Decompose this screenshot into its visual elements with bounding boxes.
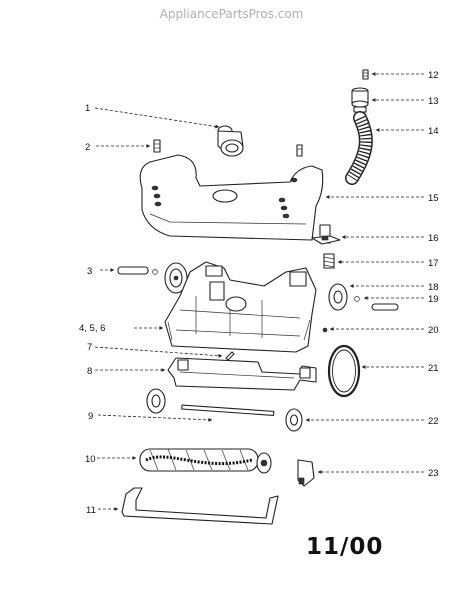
callout-19: 19 [428, 294, 439, 305]
callout-22: 22 [428, 416, 439, 427]
part-23-clip [297, 459, 315, 487]
callout-15: 15 [428, 193, 439, 204]
part-20-pin [322, 327, 328, 333]
callout-17: 17 [428, 258, 439, 269]
callout-11: 11 [86, 505, 96, 516]
callout-4-5-6: 4, 5, 6 [79, 323, 105, 334]
part-18-wheel [328, 283, 348, 311]
callout-14: 14 [428, 126, 439, 137]
callout-10: 10 [85, 454, 96, 465]
callout-12: 12 [428, 70, 439, 81]
part-7-screw [225, 351, 235, 361]
callout-21: 21 [428, 363, 439, 374]
part-4-5-6-base-assembly [164, 261, 317, 353]
callout-20: 20 [428, 325, 439, 336]
part-9-shaft [146, 388, 275, 416]
part-17-spring [323, 253, 335, 269]
part-22-wheel [285, 408, 303, 432]
part-1-air-duct [217, 125, 244, 157]
part-14-flexible-hose [345, 111, 373, 185]
top-cover-screw [296, 144, 303, 157]
callout-3: 3 [87, 266, 92, 277]
part-12-screw [362, 69, 369, 80]
part-10-brush-roll [139, 448, 272, 474]
part-15-hood [139, 154, 324, 241]
part-8-bottom-plate [167, 357, 317, 391]
callout-leaders [94, 72, 424, 511]
part-11-bumper [121, 487, 279, 525]
part-19-axle [353, 296, 399, 311]
part-13-hose-connector [351, 87, 369, 113]
part-16-bracket [311, 224, 341, 245]
watermark: AppliancePartsPros.com [159, 7, 304, 21]
part-21-belt [327, 344, 361, 398]
callout-8: 8 [87, 366, 92, 377]
part-3-axle [117, 262, 188, 294]
callout-16: 16 [428, 233, 439, 244]
diagram-code: 11/00 [306, 534, 384, 560]
part-2-screw [153, 139, 161, 153]
callout-1: 1 [85, 103, 90, 114]
callout-labels: 1 2 3 4, 5, 6 7 8 9 10 11 12 13 14 15 16… [79, 70, 439, 516]
callout-18: 18 [428, 282, 439, 293]
callout-23: 23 [428, 468, 439, 479]
callout-9: 9 [88, 411, 93, 422]
callout-2: 2 [85, 142, 90, 153]
callout-13: 13 [428, 96, 439, 107]
callout-7: 7 [87, 342, 92, 353]
